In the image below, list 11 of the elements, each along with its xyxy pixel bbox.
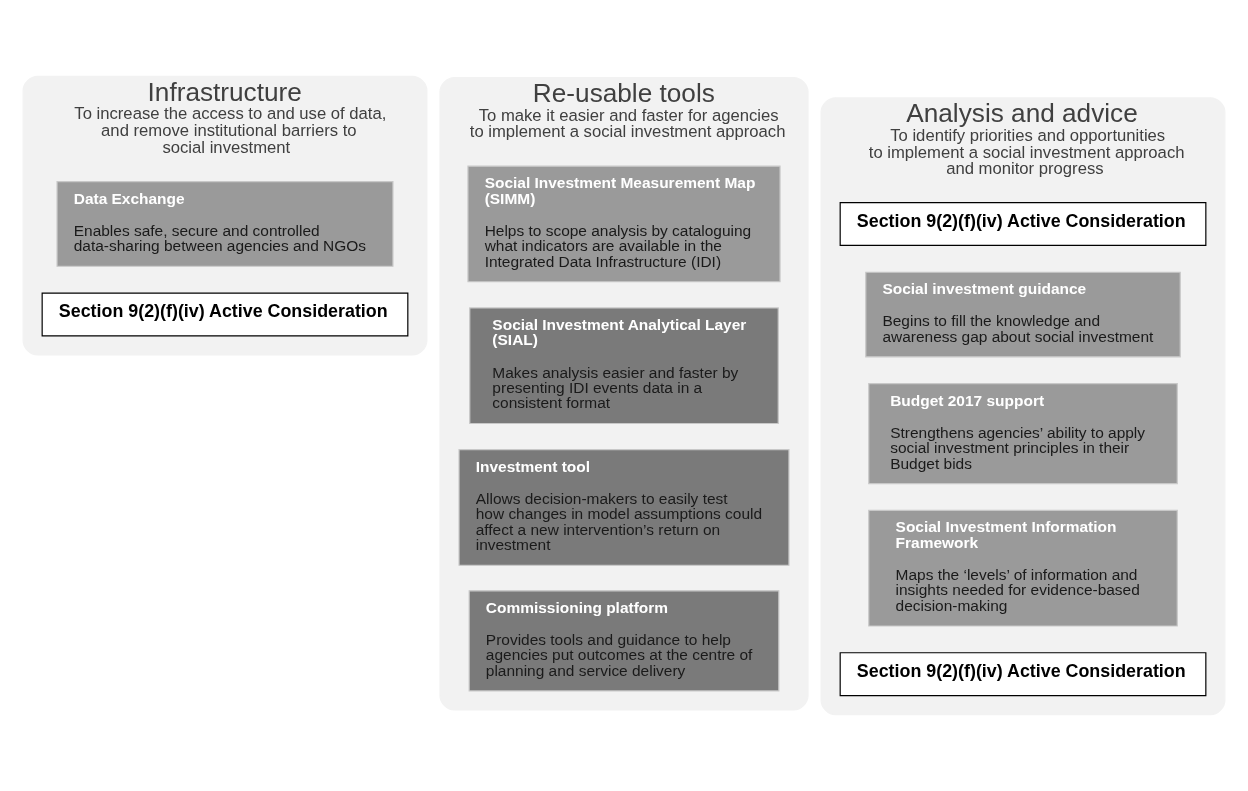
node-box: Investment tool Allows decision-makers to easily test how changes in model assumptions could affect a new intervention’s return on investment (458, 449, 790, 566)
node-box: Section 9(2)(f)(iv) Active Consideration (41, 292, 409, 337)
node-box: Section 9(2)(f)(iv) Active Consideration (839, 201, 1207, 247)
node-box: Data Exchange Enables safe, secure and controlled data-sharing between agencies and NGOs (56, 181, 394, 267)
node-box: Social Investment Measurement Map (SIMM) Helps to scope analysis by cataloguing what indicators are available in the Integrated Data Infrastructure (IDI) (467, 165, 781, 283)
node-box: Social investment guidance Begins to fill the knowledge and awareness gap about social investment (865, 271, 1181, 358)
node-box: Social Investment Analytical Layer (SIAL) Makes analysis easier and faster by presenting IDI events data in a consistent format (469, 307, 779, 425)
node-box: Budget 2017 support Strengthens agencies’ ability to apply social investment principles in their Budget bids (868, 383, 1178, 485)
node-box: Commissioning platform Provides tools and guidance to help agencies put outcomes at the centre of planning and service delivery (468, 590, 780, 692)
node-box: Social Investment Information Framework Maps the ‘levels’ of information and insights needed for evidence-based decision-making (868, 509, 1178, 627)
node-box: Section 9(2)(f)(iv) Active Consideration (839, 652, 1207, 697)
